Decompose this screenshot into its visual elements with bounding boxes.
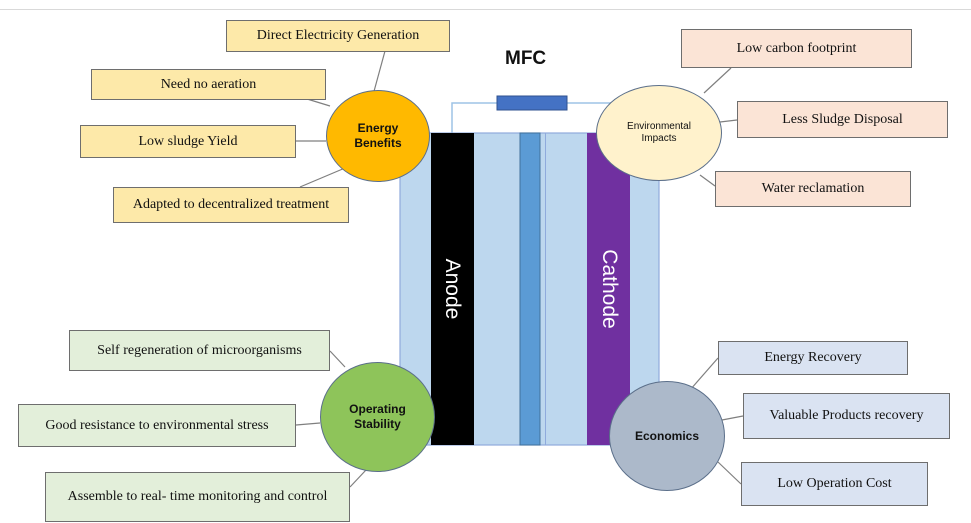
connector-line — [721, 415, 744, 421]
energy-benefit-item: Direct Electricity Generation — [226, 20, 450, 52]
resistor — [496, 95, 568, 111]
connector-line — [689, 357, 719, 391]
anode-electrode — [431, 133, 474, 445]
connector-line — [717, 461, 742, 485]
cathode-label: Cathode — [598, 249, 621, 329]
connector-line — [295, 422, 321, 426]
connector-line — [299, 167, 346, 188]
operating-stability-item: Self regeneration of microorganisms — [69, 330, 330, 371]
energy-benefit-item: Low sludge Yield — [80, 125, 296, 158]
economics-item: Valuable Products recovery — [743, 393, 950, 439]
cathode-electrode — [587, 133, 630, 445]
operating-stability-item: Assemble to real- time monitoring and co… — [45, 472, 350, 522]
anode-label: Anode — [441, 258, 464, 320]
connector-line — [329, 350, 346, 368]
environmental-impact-item: Water reclamation — [715, 171, 911, 207]
economics-item: Energy Recovery — [718, 341, 908, 375]
operating-stability-circle: Operating Stability — [320, 362, 435, 472]
connector-line — [719, 119, 738, 123]
environmental-impacts-circle: Environmental Impacts — [596, 85, 722, 181]
economics-item: Low Operation Cost — [741, 462, 928, 506]
energy-benefits-circle: Energy Benefits — [326, 90, 430, 182]
connector-line — [703, 67, 732, 94]
environmental-impact-item: Low carbon footprint — [681, 29, 912, 68]
connector-line — [699, 174, 716, 187]
top-divider — [0, 9, 971, 10]
membrane — [519, 132, 541, 446]
connector-line — [349, 469, 367, 488]
operating-stability-item: Good resistance to environmental stress — [18, 404, 296, 447]
connector-line — [372, 50, 386, 96]
energy-benefit-item: Adapted to decentralized treatment — [113, 187, 349, 223]
environmental-impact-item: Less Sludge Disposal — [737, 101, 948, 138]
energy-benefit-item: Need no aeration — [91, 69, 326, 100]
diagram-title: MFC — [505, 48, 547, 69]
connector-lines — [257, 50, 744, 488]
economics-circle: Economics — [609, 381, 725, 491]
